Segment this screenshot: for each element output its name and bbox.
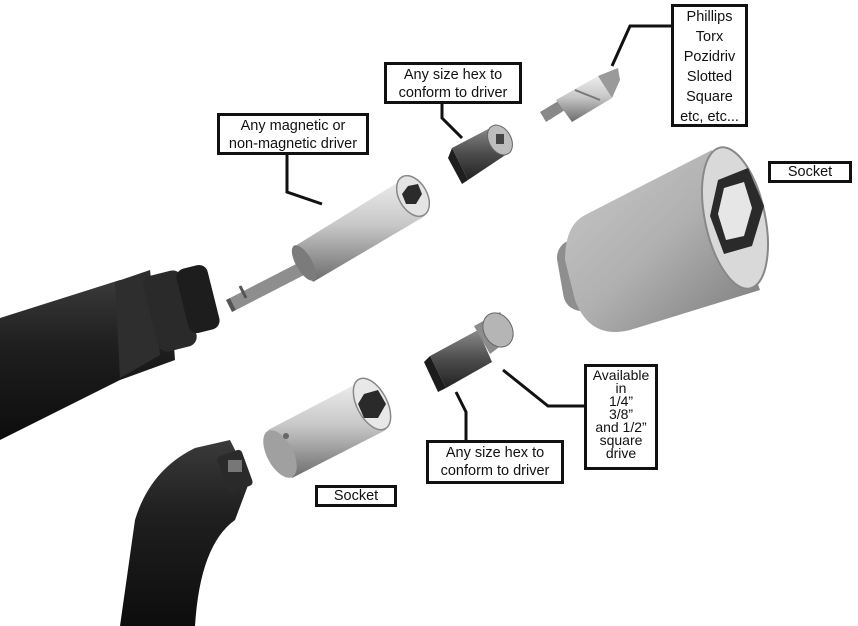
leader-hex-bottom	[454, 391, 468, 440]
hex-adapter-top-label: Any size hex to conform to driver	[384, 62, 522, 104]
leader-lines	[285, 24, 671, 440]
hex-adapter-bottom-label: Any size hex to conform to driver	[426, 440, 564, 484]
magnetic-driver-label: Any magnetic or non-magnetic driver	[217, 113, 369, 155]
impact-driver-body	[120, 440, 253, 626]
small-socket-shape	[263, 377, 392, 478]
hex-adapter-top-shape	[448, 124, 513, 184]
bit-types-label: Phillips Torx Pozidriv Slotted Square et…	[671, 4, 748, 127]
leader-available-sizes	[502, 368, 584, 408]
large-socket-shape	[556, 146, 769, 332]
socket-right-label: Socket	[768, 161, 852, 183]
available-sizes-label: Available in 1/4” 3/8” and 1/2” square d…	[584, 364, 658, 470]
leader-magnetic-driver	[285, 152, 323, 206]
drill-body	[0, 265, 220, 440]
leader-hex-top	[440, 102, 464, 140]
screwdriver-bit-shape	[540, 68, 620, 122]
magnetic-driver-shape	[226, 174, 431, 312]
square-drive-adapter-shape	[424, 312, 514, 392]
leader-bit-types	[610, 24, 671, 67]
socket-bottom-label: Socket	[315, 485, 397, 507]
